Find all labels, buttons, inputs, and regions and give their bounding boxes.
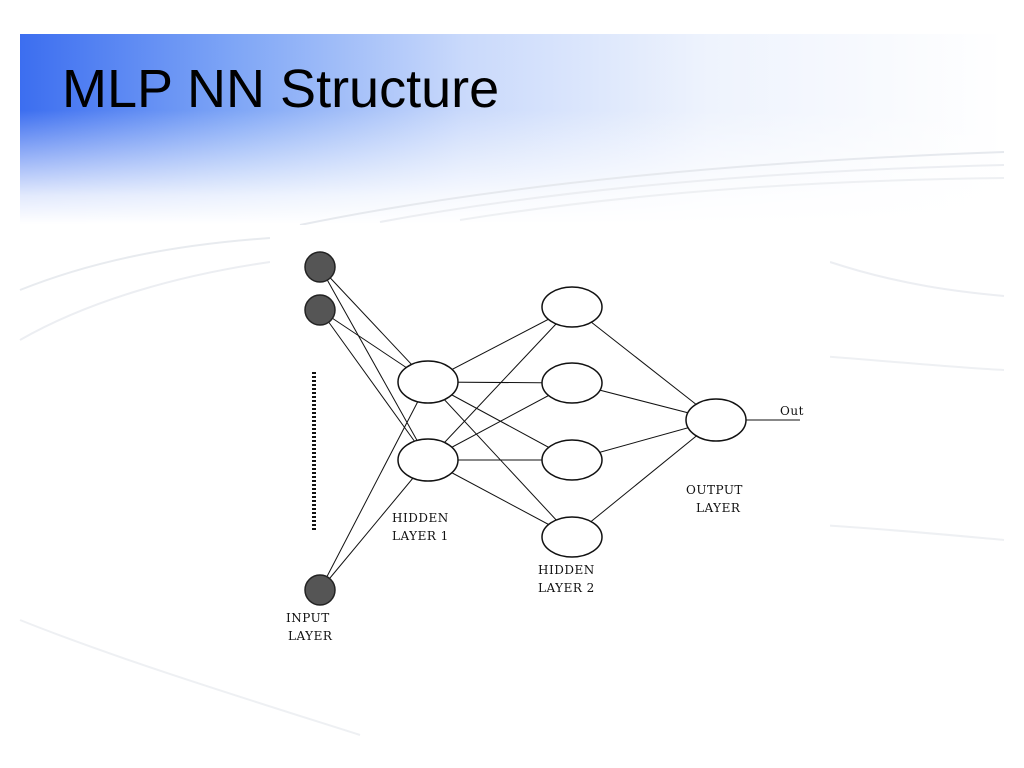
hidden2-node [541, 362, 603, 404]
edge [571, 419, 717, 538]
hidden-layer-1-label-line2: LAYER 1 [392, 529, 449, 543]
hidden-layer-2-label-line1: HIDDEN [538, 563, 595, 577]
hidden1-node [397, 438, 459, 482]
hidden-layer-1-label-line1: HIDDEN [392, 511, 449, 525]
output-layer-nodes [685, 398, 747, 442]
hidden2-node [541, 439, 603, 481]
out-label: Out [780, 404, 804, 418]
hidden2-node [541, 516, 603, 558]
output-node [685, 398, 747, 442]
slide-title: MLP NN Structure [62, 59, 500, 119]
edge [319, 266, 429, 383]
hidden2-node [541, 286, 603, 328]
edge [319, 459, 429, 591]
hidden-layer-1-nodes [397, 360, 459, 482]
input-node [304, 294, 336, 326]
edge [571, 306, 717, 421]
input-node [304, 574, 336, 606]
edge [427, 306, 573, 461]
input-node [304, 251, 336, 283]
edge [319, 266, 429, 461]
output-layer-label-line1: OUTPUT [686, 483, 743, 497]
hidden1-node [397, 360, 459, 404]
edge [319, 309, 429, 461]
input-layer-nodes [304, 251, 336, 606]
input-layer-label-line2: LAYER [288, 629, 333, 643]
input-layer-label-line1: INPUT [286, 611, 330, 625]
edge [319, 381, 429, 591]
hidden-layer-2-nodes [541, 286, 603, 558]
hidden-layer-2-label-line2: LAYER 2 [538, 581, 595, 595]
output-layer-label-line2: LAYER [696, 501, 741, 515]
title-gradient-band [20, 34, 1004, 224]
